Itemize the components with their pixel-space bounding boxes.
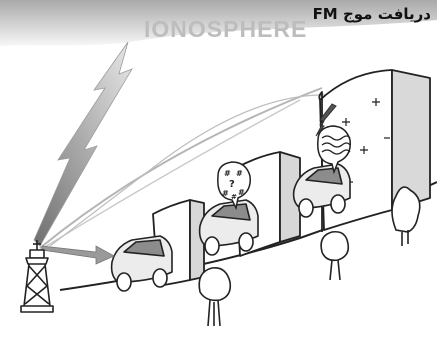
tree-right bbox=[392, 187, 420, 246]
direct-wave-arrow bbox=[42, 246, 114, 264]
car-middle bbox=[200, 200, 258, 255]
tree-left bbox=[199, 268, 230, 326]
car-left bbox=[112, 236, 172, 291]
page-title: دریافت موج FM bbox=[313, 7, 431, 22]
ionosphere-label: IONOSPHERE bbox=[144, 18, 307, 41]
bubble-hash-1: # bbox=[224, 169, 231, 178]
bubble-hash-2: # bbox=[236, 169, 243, 178]
bubble-hash-3: # bbox=[222, 189, 229, 198]
bubble-hash-5: # bbox=[231, 193, 237, 201]
tree-middle bbox=[321, 232, 348, 280]
bubble-hash-4: # bbox=[238, 188, 245, 197]
bubble-question: ? bbox=[229, 179, 235, 190]
